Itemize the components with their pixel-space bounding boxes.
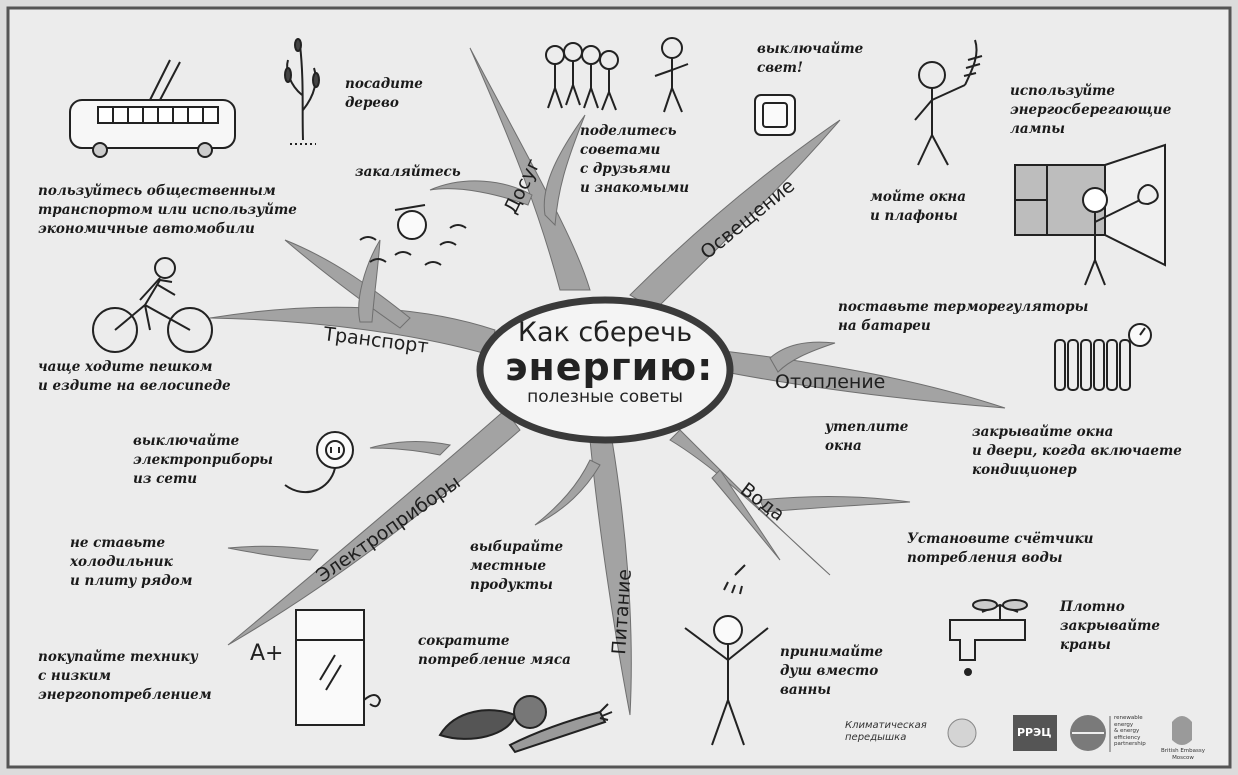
branch-elektropribory bbox=[227, 409, 521, 646]
branch-elektropribory-twig2 bbox=[227, 545, 319, 561]
branch-dosug-twig bbox=[543, 114, 586, 227]
tip-plant-tree: посадите дерево bbox=[345, 76, 423, 111]
hub-title: Как сберечь энергию: полезные советы bbox=[505, 317, 714, 408]
tip-close-taps: Плотно закрывайте краны bbox=[1060, 599, 1160, 653]
tip-close-windows: закрывайте окна и двери, когда включаете… bbox=[972, 424, 1182, 478]
vegetables-icon bbox=[438, 695, 613, 754]
hub-title-line1: Как сберечь bbox=[517, 317, 693, 348]
credit-embassy: British Embassy Moscow bbox=[1160, 748, 1206, 761]
tip-turn-off-light: выключайте свет! bbox=[757, 41, 864, 76]
friends-group-icon bbox=[545, 37, 689, 113]
branch-pitanie-twig bbox=[534, 459, 601, 526]
tip-less-meat: сократите потребление мяса bbox=[418, 633, 571, 668]
trolleybus-icon bbox=[69, 59, 236, 158]
swimmer-icon bbox=[359, 204, 467, 266]
branch-elektropribory-twig1 bbox=[369, 441, 452, 456]
tip-unplug: выключайте электроприборы из сети bbox=[133, 433, 274, 487]
tip-shower: принимайте душ вместо ванны bbox=[780, 644, 883, 698]
rrec-logo bbox=[1013, 715, 1057, 751]
light-switch-icon bbox=[754, 94, 796, 136]
person-with-bulb-icon bbox=[914, 39, 983, 166]
tip-low-energy: покупайте технику с низким энергопотребл… bbox=[38, 649, 212, 703]
branch-pitanie bbox=[589, 439, 632, 716]
branch-otoplenie-twig bbox=[769, 341, 836, 373]
central-hub bbox=[476, 296, 734, 444]
tip-share-advice: поделитесь советами с друзьями и знакомы… bbox=[580, 123, 690, 196]
embassy-crest bbox=[1172, 716, 1192, 745]
tree-icon bbox=[284, 38, 320, 145]
branch-voda-twig2 bbox=[711, 469, 781, 561]
fridge-icon bbox=[295, 609, 382, 726]
tip-thermostats: поставьте терморегуляторы на батареи bbox=[838, 299, 1089, 334]
tip-local-products: выбирайте местные продукты bbox=[470, 539, 564, 593]
branch-voda bbox=[669, 429, 831, 576]
credit-climate: Климатическая передышка bbox=[845, 720, 927, 743]
branch-label-otoplenie: Отопление bbox=[775, 371, 885, 393]
credit-reeep: renewable energy & energy efficiency par… bbox=[1114, 715, 1146, 748]
cyclist-icon bbox=[92, 257, 213, 353]
tip-wash-windows: мойте окна и плафоны bbox=[870, 189, 966, 224]
hub-title-line2: энергию: bbox=[505, 345, 714, 389]
branch-dosug-twig2 bbox=[429, 180, 533, 206]
shower-person-icon bbox=[684, 564, 769, 746]
tip-walk-bike: чаще ходите пешком и ездите на велосипед… bbox=[38, 359, 231, 394]
hub-subtitle: полезные советы bbox=[527, 387, 683, 407]
branch-voda-twig1 bbox=[759, 495, 911, 513]
water-tap-icon bbox=[949, 599, 1028, 676]
tip-energy-lamps: используйте энергосберегающие лампы bbox=[1010, 83, 1172, 137]
sponsor-logos bbox=[947, 715, 1192, 752]
tip-insulate: утеплите окна bbox=[825, 419, 909, 454]
tip-fridge-stove: не ставьте холодильник и плиту рядом bbox=[70, 535, 193, 589]
branch-transport bbox=[209, 306, 496, 356]
plug-icon bbox=[284, 431, 354, 494]
branch-dosug bbox=[469, 47, 591, 291]
energy-class-label: A+ bbox=[250, 641, 283, 666]
tip-public-transport: пользуйтесь общественным транспортом или… bbox=[38, 183, 297, 237]
credit-rrec: РРЭЦ bbox=[1017, 726, 1052, 739]
window-cleaning-icon bbox=[1014, 143, 1166, 286]
tip-water-meters: Установите счётчики потребления воды bbox=[907, 531, 1094, 566]
radiator-icon bbox=[1054, 323, 1152, 391]
branch-osveshenie bbox=[629, 119, 841, 311]
tip-harden: закаляйтесь bbox=[355, 164, 461, 180]
